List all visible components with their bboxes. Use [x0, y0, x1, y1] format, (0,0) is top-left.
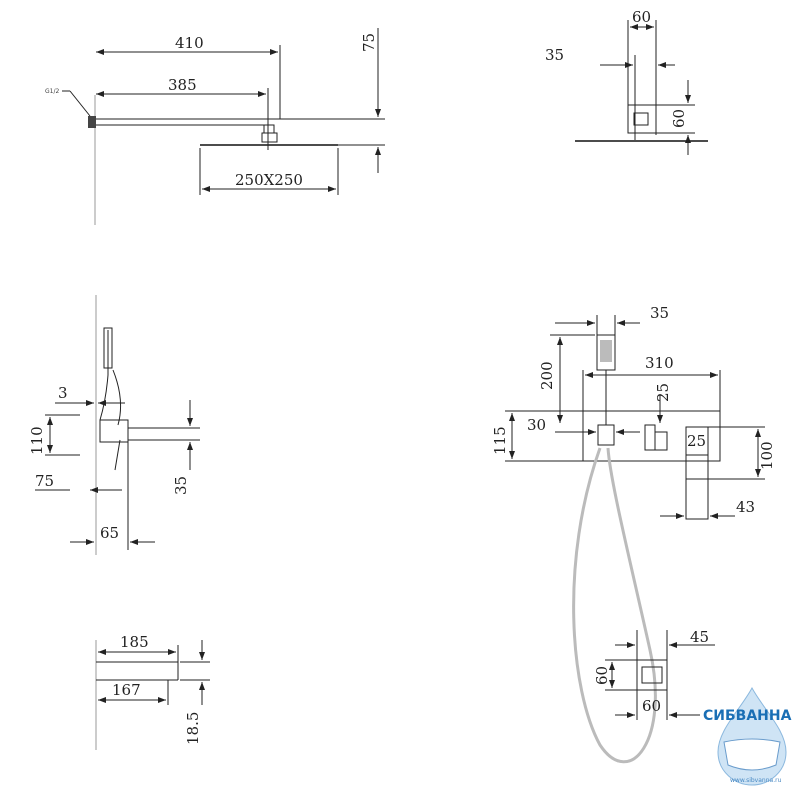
dim-holder-height: 60	[593, 666, 611, 685]
dim-top-width: 60	[632, 8, 651, 26]
dim-plate-offset: 75	[35, 472, 54, 490]
logo-url: www.sibvanna.ru	[730, 777, 782, 784]
dim-top-offset: 35	[545, 46, 564, 64]
shower-head-top-view: 60 35 60	[545, 8, 708, 155]
holder-front-view: 45 60 60	[593, 628, 715, 720]
dim-plate-gap: 3	[58, 384, 68, 402]
dim-mixer-width: 310	[645, 354, 674, 372]
sibvanna-logo: СИБВАННА www.sibvanna.ru	[703, 686, 792, 786]
holder	[636, 659, 668, 691]
mixer-plate	[582, 410, 721, 462]
wall-flange	[88, 116, 96, 128]
dim-lever-height: 25	[654, 383, 672, 402]
dim-spout-body: 100	[758, 441, 776, 470]
dim-mixer-height: 115	[491, 426, 509, 455]
dim-spout-height: 18.5	[184, 712, 202, 745]
dim-holder-depth: 45	[690, 628, 709, 646]
dim-head-size: 250X250	[235, 171, 303, 189]
outlet	[597, 424, 615, 446]
dim-plate-height: 110	[28, 426, 46, 455]
hose	[572, 447, 657, 764]
dim-spout-depth: 43	[736, 498, 755, 516]
handset	[103, 327, 113, 369]
dim-arm-to-center: 385	[168, 76, 197, 94]
logo-brand: СИБВАННА	[703, 708, 792, 724]
dim-handset-width: 35	[650, 304, 669, 322]
dim-spout-height-front: 25	[687, 432, 706, 450]
dim-spout-outlet: 167	[112, 681, 141, 699]
mixer-front-view: 35 200 310 25 30 115 25 100 43	[491, 304, 776, 764]
dim-depth: 35	[172, 476, 190, 495]
thread-label: G1/2	[45, 88, 59, 95]
spout-side-view: 185 167 18.5	[95, 633, 210, 750]
dim-projection: 65	[100, 524, 119, 542]
dim-holder-width: 60	[642, 697, 661, 715]
dim-height-75: 75	[360, 33, 378, 52]
mixer-side-view: 3 110 75 35 65	[28, 295, 200, 555]
dim-outlet-offset: 30	[527, 416, 546, 434]
shower-head-side-view: 410 385 75 250X250 G1/2	[45, 28, 385, 225]
lever	[644, 424, 656, 451]
dim-top-depth: 60	[670, 109, 688, 128]
dim-arm-length: 410	[175, 34, 204, 52]
dim-spout-length: 185	[120, 633, 149, 651]
dim-handset-height: 200	[538, 361, 556, 390]
